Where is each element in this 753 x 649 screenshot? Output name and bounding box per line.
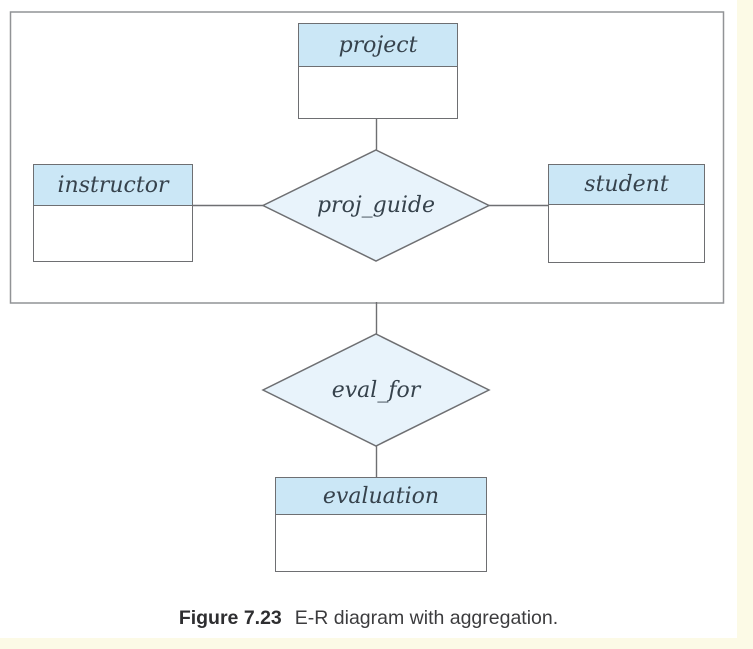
relationship-diamond-eval-for [261,333,491,447]
entity-instructor: instructor [33,164,193,262]
entity-project-header: project [299,24,457,67]
entity-student: student [548,164,705,263]
entity-student-label: student [584,172,669,197]
page-edge-strip-right [737,0,753,649]
page-edge-strip-bottom [0,638,753,649]
entity-instructor-label: instructor [57,172,169,198]
figure-caption: Figure 7.23 E-R diagram with aggregation. [0,607,737,630]
aggregation-boundary-rect [9,11,725,304]
entity-evaluation-header: evaluation [276,478,486,515]
entity-student-header: student [549,165,704,205]
figure-caption-number: Figure 7.23 [178,607,282,629]
entity-project-label: project [338,32,418,58]
relationship-diamond-proj-guide [261,149,491,262]
figure-caption-text: E-R diagram with aggregation. [294,607,559,629]
entity-evaluation: evaluation [275,477,487,572]
entity-evaluation-label: evaluation [322,483,440,509]
entity-project: project [298,23,458,119]
entity-instructor-header: instructor [34,165,192,206]
